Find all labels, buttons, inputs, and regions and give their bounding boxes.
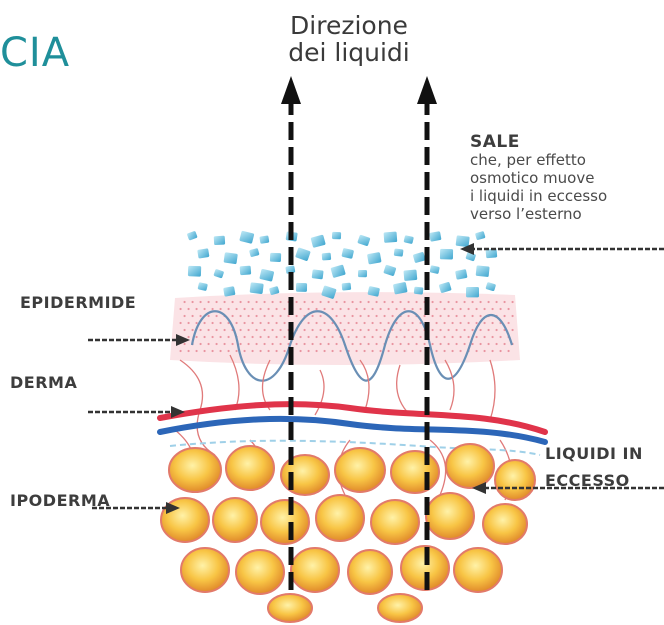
salt-crystal (367, 252, 382, 264)
salt-crystal (357, 235, 370, 247)
fat-cell (316, 495, 364, 541)
fat-cell (483, 504, 527, 544)
salt-crystal (358, 270, 367, 277)
fat-cell (454, 548, 502, 592)
salt-crystal (240, 266, 252, 276)
salt-crystal (485, 282, 496, 292)
fat-cell (213, 498, 257, 542)
salt-crystal (456, 235, 470, 247)
fat-cell (261, 500, 309, 544)
salt-crystal (239, 231, 254, 244)
salt-crystal (440, 249, 453, 260)
salt-crystal (455, 269, 467, 280)
salt-crystal (214, 236, 225, 245)
fat-cell (348, 550, 392, 594)
salt-crystal (259, 269, 274, 282)
fat-cell (371, 500, 419, 544)
salt-crystal (414, 287, 424, 295)
fat-cell (268, 594, 312, 622)
fat-cell (226, 446, 274, 490)
fat-cell (426, 493, 474, 539)
fat-cell (291, 548, 339, 592)
salt-crystal (213, 269, 224, 279)
salt-crystal (466, 287, 479, 297)
salt-crystal (224, 252, 238, 264)
salt-crystal (322, 253, 331, 261)
salt-crystal (250, 282, 264, 294)
salt-crystal (384, 232, 398, 243)
salt-crystal (413, 252, 426, 263)
pointer-arrow-hypodermis (92, 502, 180, 514)
salt-crystal (311, 235, 326, 248)
salt-crystal (394, 248, 404, 256)
salt-crystal (439, 282, 452, 294)
artery-vessel (160, 404, 545, 432)
vein-vessel (160, 419, 545, 442)
salt-crystal (330, 264, 345, 278)
salt-crystal (187, 231, 198, 241)
salt-crystal (259, 235, 269, 244)
fat-cell (236, 550, 284, 594)
fat-cell (446, 444, 494, 488)
salt-crystal (332, 232, 341, 240)
salt-crystal (312, 269, 324, 279)
fat-cell (378, 594, 422, 622)
salt-crystal (197, 248, 209, 258)
fat-cell (495, 460, 535, 500)
fat-cell (181, 548, 229, 592)
salt-crystal (342, 283, 352, 291)
salt-crystal (341, 248, 354, 259)
salt-crystal (296, 283, 307, 292)
salt-crystal (383, 265, 396, 277)
fat-cell (335, 448, 385, 492)
hypodermis-fat-cells (161, 444, 535, 622)
salt-crystals (187, 231, 498, 300)
salt-crystal (475, 231, 486, 240)
salt-crystal (198, 282, 208, 291)
salt-crystal (430, 265, 440, 274)
fat-cell (281, 455, 329, 495)
salt-crystal (429, 231, 441, 242)
salt-crystal (188, 266, 201, 277)
fat-cell (391, 451, 439, 493)
salt-crystal (270, 253, 281, 262)
salt-crystal (249, 248, 260, 257)
fat-cell (169, 448, 221, 492)
salt-crystal (295, 247, 311, 261)
salt-crystal (476, 265, 490, 277)
salt-crystal (403, 269, 417, 280)
salt-crystal (223, 286, 235, 297)
salt-crystal (404, 235, 414, 244)
